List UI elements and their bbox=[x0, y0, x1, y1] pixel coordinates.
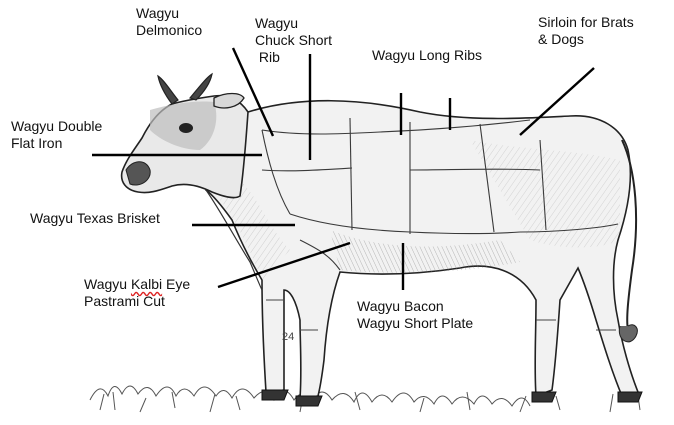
label-line: Wagyu bbox=[136, 5, 202, 22]
label-sirloin-brats-dogs: Sirloin for Brats & Dogs bbox=[538, 14, 634, 48]
label-line: Wagyu Double bbox=[11, 118, 102, 135]
grass bbox=[90, 386, 640, 412]
label-wagyu-long-ribs: Wagyu Long Ribs bbox=[372, 47, 482, 64]
label-line: Delmonico bbox=[136, 22, 202, 39]
label-line: Pastrami Cut bbox=[84, 293, 190, 310]
label-line: Wagyu Bacon bbox=[357, 298, 473, 315]
label-line: Wagyu Texas Brisket bbox=[30, 210, 160, 227]
label-line: Rib bbox=[255, 49, 332, 66]
label-line: Flat Iron bbox=[11, 135, 102, 152]
label-wagyu-double-flat-iron: Wagyu Double Flat Iron bbox=[11, 118, 102, 152]
label-line: Wagyu Short Plate bbox=[357, 315, 473, 332]
label-line: & Dogs bbox=[538, 31, 634, 48]
label-line: Wagyu bbox=[255, 15, 332, 32]
label-wagyu-chuck-short-rib: Wagyu Chuck Short Rib bbox=[255, 15, 332, 66]
label-wagyu-kalbi-eye-pastrami: Wagyu Kalbi Eye Pastrami Cut bbox=[84, 276, 190, 310]
cow-horn-left bbox=[158, 76, 178, 104]
label-line: Chuck Short bbox=[255, 32, 332, 49]
label-wagyu-bacon-short-plate: Wagyu Bacon Wagyu Short Plate bbox=[357, 298, 473, 332]
label-wagyu-texas-brisket: Wagyu Texas Brisket bbox=[30, 210, 160, 227]
label-text: Eye bbox=[162, 276, 190, 292]
label-text: Wagyu bbox=[84, 276, 131, 292]
spellcheck-word: Kalbi bbox=[131, 276, 162, 292]
label-wagyu-delmonico: Wagyu Delmonico bbox=[136, 5, 202, 39]
svg-text:24: 24 bbox=[282, 331, 294, 343]
label-line: Sirloin for Brats bbox=[538, 14, 634, 31]
label-line: Wagyu Kalbi Eye bbox=[84, 276, 190, 293]
label-line: Wagyu Long Ribs bbox=[372, 47, 482, 64]
